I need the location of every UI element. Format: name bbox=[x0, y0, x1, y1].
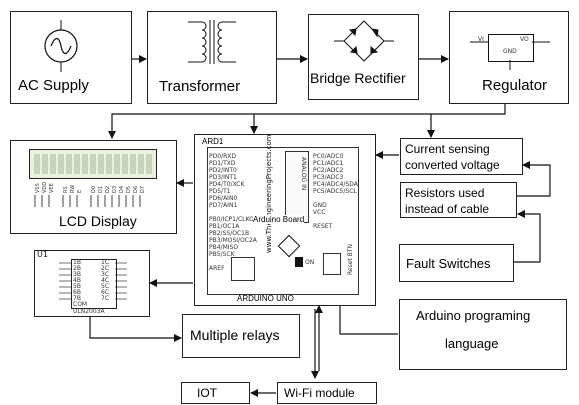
arrow-uln-to-relays bbox=[89, 317, 182, 342]
resistors-block: Resistors used instead of cable bbox=[400, 182, 517, 218]
arduino-board-text: Arduino Board bbox=[253, 215, 305, 224]
multiple-relays-label: Multiple relays bbox=[190, 327, 280, 343]
uln-part: ULN2003A bbox=[73, 308, 105, 315]
transformer-label: Transformer bbox=[159, 78, 241, 95]
arrow-regulator-to-lcd bbox=[108, 104, 506, 139]
arrow-fault-to-resistors bbox=[514, 210, 541, 263]
arduino-site-text: www.TheEngineeringProjects.com bbox=[265, 134, 273, 253]
ac-supply-label: AC Supply bbox=[18, 77, 89, 94]
current-sensing-line1: Current sensing bbox=[405, 142, 490, 156]
bridge-rectifier-block: Bridge Rectifier bbox=[308, 14, 419, 100]
arduino-analog-label: ANALOG IN bbox=[300, 157, 307, 191]
arduino-language-line2: language bbox=[445, 336, 499, 351]
uln-chip bbox=[71, 259, 117, 309]
wifi-module-label: Wi-Fi module bbox=[284, 386, 355, 400]
arduino-ref: ARD1 bbox=[202, 137, 224, 146]
arduino-language-line1: Arduino programing bbox=[416, 308, 531, 323]
arduino-name-label: ARDUINO UNO bbox=[237, 294, 294, 303]
arduino-power-jack bbox=[323, 253, 341, 275]
arduino-board-outline bbox=[207, 147, 359, 295]
wifi-module-block: Wi-Fi module bbox=[277, 382, 377, 404]
regulator-pin-vi: VI bbox=[478, 36, 484, 43]
arduino-language-block: Arduino programing language bbox=[399, 299, 567, 370]
lcd-pins-icon bbox=[34, 195, 141, 207]
iot-label: IOT bbox=[197, 386, 217, 400]
lcd-screen bbox=[29, 149, 157, 179]
ac-source-icon bbox=[44, 20, 78, 72]
resistors-line2: instead of cable bbox=[405, 202, 490, 216]
current-sensing-block: Current sensing converted voltage bbox=[400, 138, 523, 175]
resistors-line1: Resistors used bbox=[405, 186, 485, 200]
regulator-pin-vo: VO bbox=[520, 36, 529, 43]
fault-switches-block: Fault Switches bbox=[399, 244, 514, 282]
regulator-pins-icon bbox=[470, 41, 550, 70]
iot-block: IOT bbox=[181, 382, 250, 404]
regulator-block: VI VO GND Regulator bbox=[449, 11, 569, 104]
transformer-icon bbox=[188, 20, 236, 64]
transformer-block: Transformer bbox=[147, 11, 277, 104]
lcd-display-label: LCD Display bbox=[59, 213, 137, 229]
ac-supply-block: AC Supply bbox=[10, 11, 132, 104]
uln-pin-lines-icon bbox=[59, 262, 127, 300]
arrow-language-to-arduino bbox=[336, 298, 398, 335]
arrow-resistors-to-sensing bbox=[517, 161, 551, 197]
arduino-chip bbox=[285, 151, 309, 223]
arduino-usb-connector bbox=[231, 257, 255, 281]
arduino-reset-label: Reset BTN bbox=[347, 244, 354, 275]
current-sensing-line2: converted voltage bbox=[405, 158, 500, 172]
fault-switches-label: Fault Switches bbox=[406, 256, 491, 271]
uln-ref: U1 bbox=[37, 250, 48, 259]
regulator-label: Regulator bbox=[482, 77, 548, 94]
regulator-pin-gnd: GND bbox=[503, 48, 517, 55]
arduino-on-label: ON bbox=[305, 259, 315, 266]
arduino-on-led bbox=[295, 257, 303, 267]
multiple-relays-block: Multiple relays bbox=[182, 314, 300, 358]
bridge-rectifier-label: Bridge Rectifier bbox=[310, 70, 406, 86]
regulator-chip bbox=[488, 34, 534, 62]
bridge-diode-icon bbox=[334, 20, 394, 62]
